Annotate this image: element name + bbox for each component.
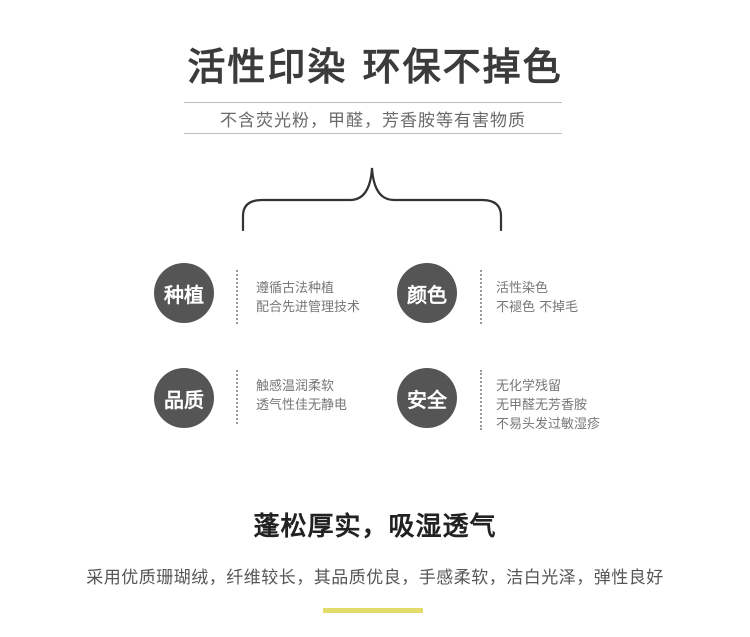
section-description: 采用优质珊瑚绒，纤维较长，其品质优良，手感柔软，洁白光泽，弹性良好 — [86, 568, 664, 588]
feature-line: 无甲醛无芳香胺 — [496, 398, 588, 413]
page-title: 活性印染 环保不掉色 — [187, 45, 563, 89]
feature-line: 活性染色 — [496, 281, 549, 296]
feature-line: 不褪色 不掉毛 — [496, 300, 579, 315]
dotted-divider — [480, 270, 482, 324]
badge-planting: 种植 — [154, 263, 214, 323]
accent-bar — [323, 608, 423, 613]
dotted-divider — [236, 270, 238, 324]
feature-planting-text: 遵循古法种植 配合先进管理技术 — [256, 279, 360, 317]
curly-brace-divider — [241, 167, 503, 232]
dotted-divider — [236, 370, 238, 424]
subtitle-box: 不含荧光粉，甲醛，芳香胺等有害物质 — [184, 102, 562, 134]
feature-quality-text: 触感温润柔软 透气性佳无静电 — [256, 377, 347, 415]
feature-safety-text: 无化学残留 无甲醛无芳香胺 不易头发过敏湿疹 — [496, 377, 600, 434]
badge-safety: 安全 — [397, 368, 457, 428]
feature-line: 触感温润柔软 — [256, 379, 335, 394]
dotted-divider — [480, 370, 482, 430]
feature-line: 不易头发过敏湿疹 — [496, 417, 601, 432]
feature-line: 无化学残留 — [496, 379, 562, 394]
feature-line: 透气性佳无静电 — [256, 398, 348, 413]
feature-line: 遵循古法种植 — [256, 281, 335, 296]
subtitle: 不含荧光粉，甲醛，芳香胺等有害物质 — [220, 110, 526, 131]
badge-quality: 品质 — [154, 368, 214, 428]
feature-color-text: 活性染色 不褪色 不掉毛 — [496, 279, 578, 317]
section-title: 蓬松厚实，吸湿透气 — [253, 512, 497, 542]
feature-line: 配合先进管理技术 — [256, 300, 361, 315]
badge-color: 颜色 — [397, 263, 457, 323]
